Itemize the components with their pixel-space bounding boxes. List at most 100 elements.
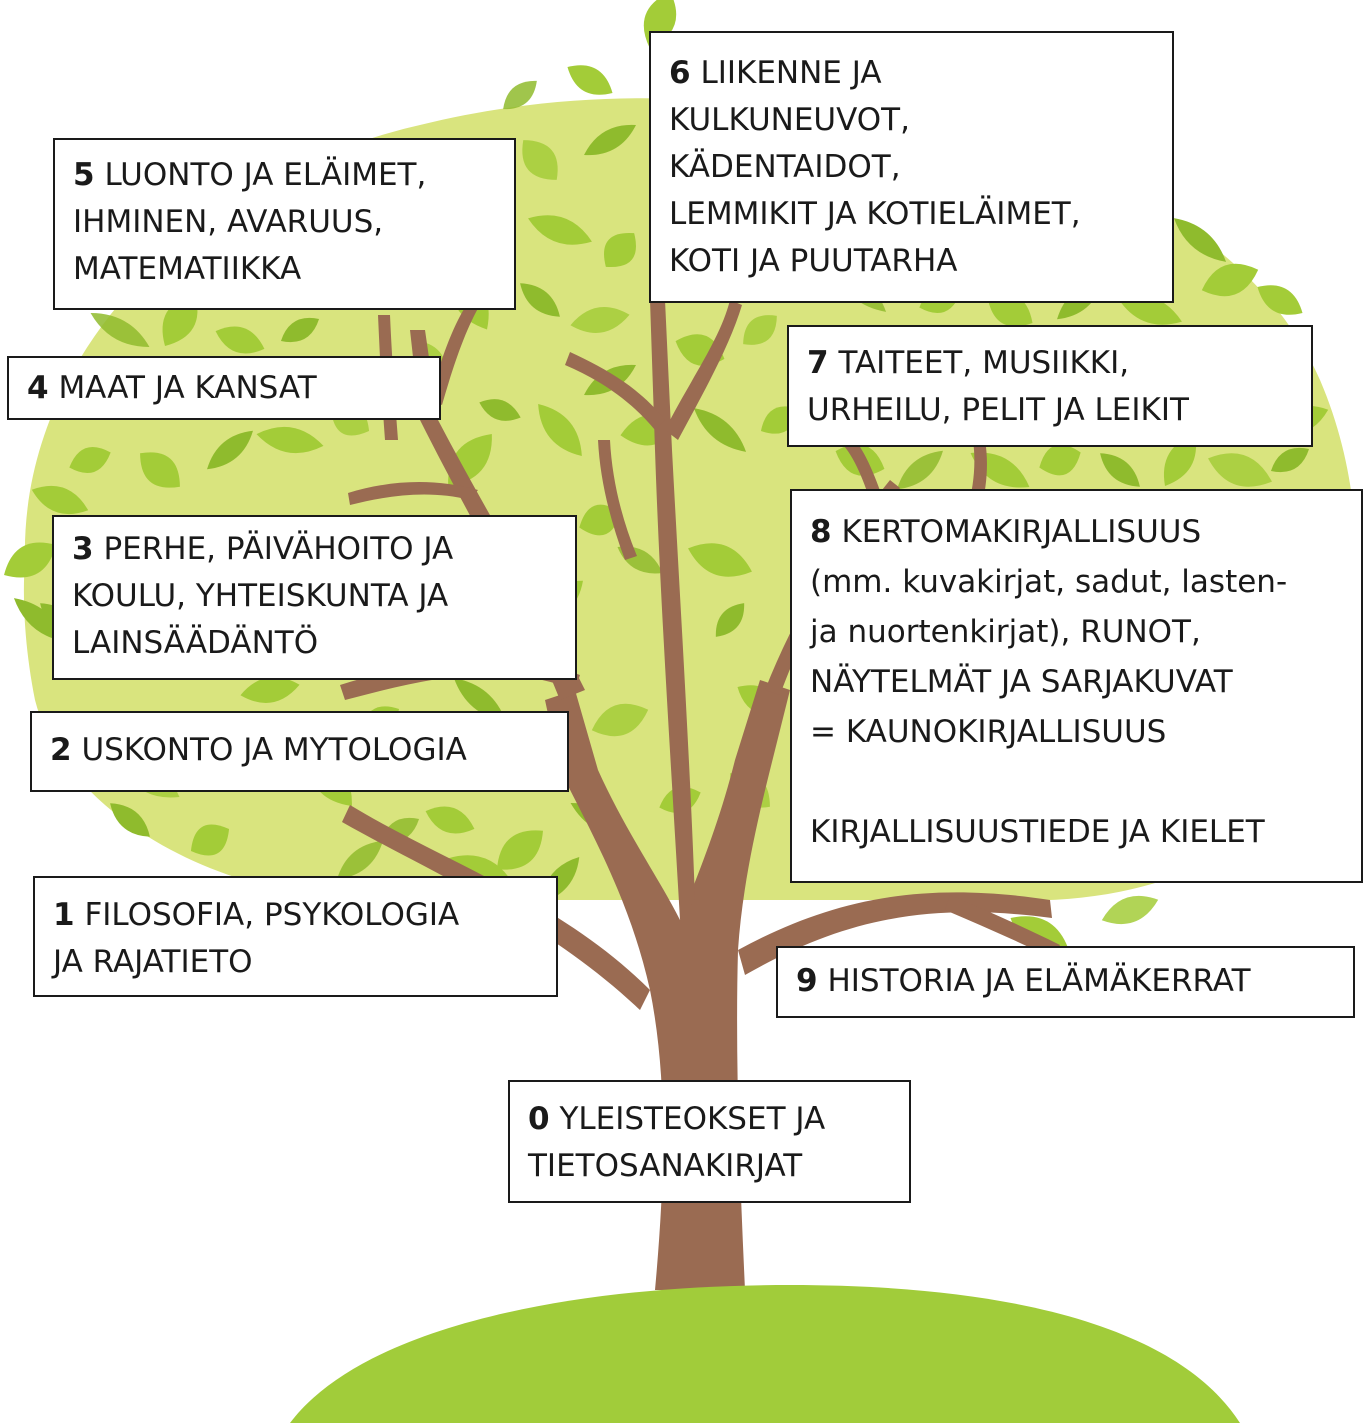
branch-right-lower-twig bbox=[945, 895, 1060, 958]
leaf bbox=[1101, 896, 1159, 924]
category-5-line-1: 5 LUONTO JA ELÄIMET, bbox=[73, 152, 504, 199]
category-box-0: 0 YLEISTEOKSET JA TIETOSANAKIRJAT bbox=[508, 1080, 911, 1203]
leaf bbox=[256, 427, 324, 453]
category-5-text-1: LUONTO JA ELÄIMET, bbox=[104, 157, 427, 193]
category-box-4: 4 MAAT JA KANSAT bbox=[7, 356, 441, 420]
category-2-number: 2 bbox=[50, 732, 72, 768]
category-8-number: 8 bbox=[810, 514, 832, 550]
category-8-line-4: NÄYTELMÄT JA SARJAKUVAT bbox=[810, 664, 1233, 700]
category-0-number: 0 bbox=[528, 1101, 550, 1137]
leaf bbox=[584, 124, 636, 156]
leaf bbox=[1100, 453, 1140, 487]
leaf bbox=[425, 806, 475, 834]
branch-right-lower bbox=[738, 892, 1052, 975]
leaf bbox=[497, 830, 543, 870]
category-7-line-1: 7 TAITEET, MUSIIKKI, bbox=[807, 340, 1301, 387]
category-8-line-6 bbox=[810, 757, 1351, 807]
category-6-line-5: KOTI JA PUUTARHA bbox=[669, 243, 958, 279]
category-box-5: 5 LUONTO JA ELÄIMET, IHMINEN, AVARUUS, M… bbox=[53, 138, 516, 310]
category-1-line-2: JA RAJATIETO bbox=[53, 944, 253, 980]
category-box-8: 8 KERTOMAKIRJALLISUUS (mm. kuvakirjat, s… bbox=[790, 489, 1363, 883]
leaf bbox=[743, 315, 777, 345]
category-4-number: 4 bbox=[27, 370, 49, 406]
leaf bbox=[1208, 453, 1272, 487]
leaf bbox=[604, 233, 636, 267]
category-9-line-1: 9 HISTORIA JA ELÄMÄKERRAT bbox=[796, 958, 1343, 1005]
leaf bbox=[693, 408, 747, 452]
leaf bbox=[1270, 447, 1310, 473]
leaf bbox=[591, 703, 649, 737]
leaf bbox=[538, 403, 582, 457]
leaf bbox=[140, 452, 180, 488]
leaf bbox=[567, 65, 613, 95]
category-9-text-1: HISTORIA JA ELÄMÄKERRAT bbox=[827, 963, 1251, 999]
category-0-text-1: YLEISTEOKSET JA bbox=[559, 1101, 826, 1137]
category-6-line-1: 6 LIIKENNE JA bbox=[669, 50, 1162, 97]
leaf bbox=[280, 317, 320, 343]
category-6-text-1: LIIKENNE JA bbox=[700, 55, 882, 91]
leaf bbox=[337, 840, 383, 880]
leaf bbox=[4, 542, 56, 578]
leaf bbox=[453, 678, 507, 722]
leaf bbox=[1257, 285, 1303, 315]
leaf bbox=[90, 312, 150, 348]
category-7-text-1: TAITEET, MUSIIKKI, bbox=[838, 345, 1130, 381]
category-1-line-1: 1 FILOSOFIA, PSYKOLOGIA bbox=[53, 892, 546, 939]
branch-center-left-2 bbox=[598, 440, 637, 560]
category-6-number: 6 bbox=[669, 55, 691, 91]
category-9-number: 9 bbox=[796, 963, 818, 999]
leaf bbox=[503, 80, 537, 110]
leaf bbox=[479, 399, 521, 421]
leaf bbox=[69, 447, 111, 473]
category-0-line-2: TIETOSANAKIRJAT bbox=[528, 1148, 803, 1184]
category-7-number: 7 bbox=[807, 345, 829, 381]
category-1-text-1: FILOSOFIA, PSYKOLOGIA bbox=[84, 897, 460, 933]
category-2-text-1: USKONTO JA MYTOLOGIA bbox=[81, 732, 467, 768]
leaf bbox=[897, 450, 943, 490]
category-5-line-3: MATEMATIIKKA bbox=[73, 251, 302, 287]
category-box-3: 3 PERHE, PÄIVÄHOITO JA KOULU, YHTEISKUNT… bbox=[52, 515, 577, 680]
leaf bbox=[215, 326, 265, 354]
branch-right-upper-fork bbox=[838, 432, 882, 500]
ground-hill bbox=[290, 1285, 1240, 1423]
category-8-line-5: = KAUNOKIRJALLISUUS bbox=[810, 714, 1167, 750]
category-0-line-1: 0 YLEISTEOKSET JA bbox=[528, 1096, 899, 1143]
category-box-1: 1 FILOSOFIA, PSYKOLOGIA JA RAJATIETO bbox=[33, 876, 558, 997]
category-8-text-1: KERTOMAKIRJALLISUUS bbox=[841, 514, 1202, 550]
category-3-line-1: 3 PERHE, PÄIVÄHOITO JA bbox=[72, 526, 565, 573]
leaf bbox=[570, 307, 630, 333]
leaf bbox=[715, 603, 745, 637]
category-3-line-2: KOULU, YHTEISKUNTA JA bbox=[72, 578, 449, 614]
category-8-line-1: 8 KERTOMAKIRJALLISUUS bbox=[810, 507, 1351, 557]
leaf bbox=[240, 677, 300, 703]
category-5-number: 5 bbox=[73, 157, 95, 193]
category-6-line-3: KÄDENTAIDOT, bbox=[669, 149, 901, 185]
category-3-number: 3 bbox=[72, 531, 94, 567]
leaf bbox=[528, 215, 592, 245]
category-4-line-1: 4 MAAT JA KANSAT bbox=[27, 365, 429, 412]
leaf bbox=[190, 824, 230, 856]
branch-left-lower bbox=[342, 805, 650, 1010]
category-box-2: 2 USKONTO JA MYTOLOGIA bbox=[30, 711, 569, 792]
category-box-6: 6 LIIKENNE JA KULKUNEUVOT, KÄDENTAIDOT, … bbox=[649, 31, 1174, 303]
leaf bbox=[522, 140, 558, 180]
leaf bbox=[207, 430, 253, 470]
branch-center-right bbox=[665, 300, 742, 440]
category-box-9: 9 HISTORIA JA ELÄMÄKERRAT bbox=[776, 946, 1355, 1018]
leaf bbox=[1164, 434, 1196, 486]
category-3-text-1: PERHE, PÄIVÄHOITO JA bbox=[103, 531, 454, 567]
category-5-line-2: IHMINEN, AVARUUS, bbox=[73, 204, 384, 240]
leaf bbox=[1173, 218, 1227, 262]
branch-center bbox=[650, 300, 695, 920]
leaf bbox=[1039, 444, 1081, 476]
leaf bbox=[688, 543, 752, 577]
category-3-line-3: LAINSÄÄDÄNTÖ bbox=[72, 625, 319, 661]
category-8-line-7: KIRJALLISUUSTIEDE JA KIELET bbox=[810, 814, 1265, 850]
category-6-line-4: LEMMIKIT JA KOTIELÄIMET, bbox=[669, 196, 1081, 232]
leaf bbox=[31, 486, 89, 514]
branch-center-left bbox=[565, 352, 665, 430]
leaf bbox=[520, 283, 560, 317]
category-4-text-1: MAAT JA KANSAT bbox=[58, 370, 317, 406]
category-1-number: 1 bbox=[53, 897, 75, 933]
